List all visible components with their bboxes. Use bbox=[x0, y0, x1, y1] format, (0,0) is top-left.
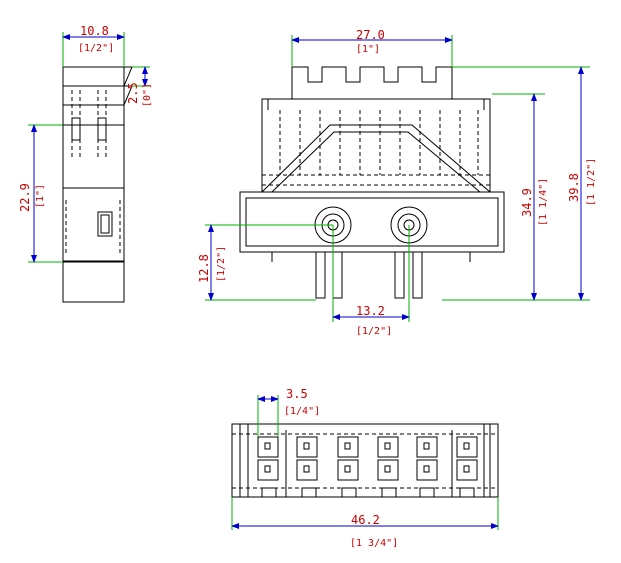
pitch-value: 3.5 bbox=[286, 387, 308, 401]
bottom-view bbox=[231, 395, 499, 530]
side-view bbox=[28, 32, 150, 303]
bottom-width-value: 46.2 bbox=[351, 513, 380, 527]
side-width-inch: [1/2"] bbox=[78, 43, 114, 54]
hole-height-inch: [1/2"] bbox=[216, 246, 227, 282]
top-width-value: 27.0 bbox=[356, 28, 385, 42]
hole-height-value: 12.8 bbox=[197, 254, 211, 283]
pitch-inch: [1/4"] bbox=[284, 406, 320, 417]
front-view bbox=[205, 35, 590, 322]
total-height-inch: [1 1/2"] bbox=[586, 158, 597, 206]
side-tab-value: 2.5 bbox=[126, 82, 140, 104]
side-tab-inch: [0"] bbox=[142, 83, 153, 107]
side-height-value: 22.9 bbox=[18, 183, 32, 212]
side-height-inch: [1"] bbox=[35, 184, 46, 208]
pin-spacing-value: 13.2 bbox=[356, 304, 385, 318]
front-height-inch: [1 1/4"] bbox=[538, 178, 549, 226]
front-height-value: 34.9 bbox=[520, 188, 534, 217]
top-width-inch: [1"] bbox=[356, 44, 380, 55]
side-width-value: 10.8 bbox=[80, 24, 109, 38]
total-height-value: 39.8 bbox=[567, 173, 581, 202]
bottom-width-inch: [1 3/4"] bbox=[350, 538, 398, 549]
pin-spacing-inch: [1/2"] bbox=[356, 326, 392, 337]
